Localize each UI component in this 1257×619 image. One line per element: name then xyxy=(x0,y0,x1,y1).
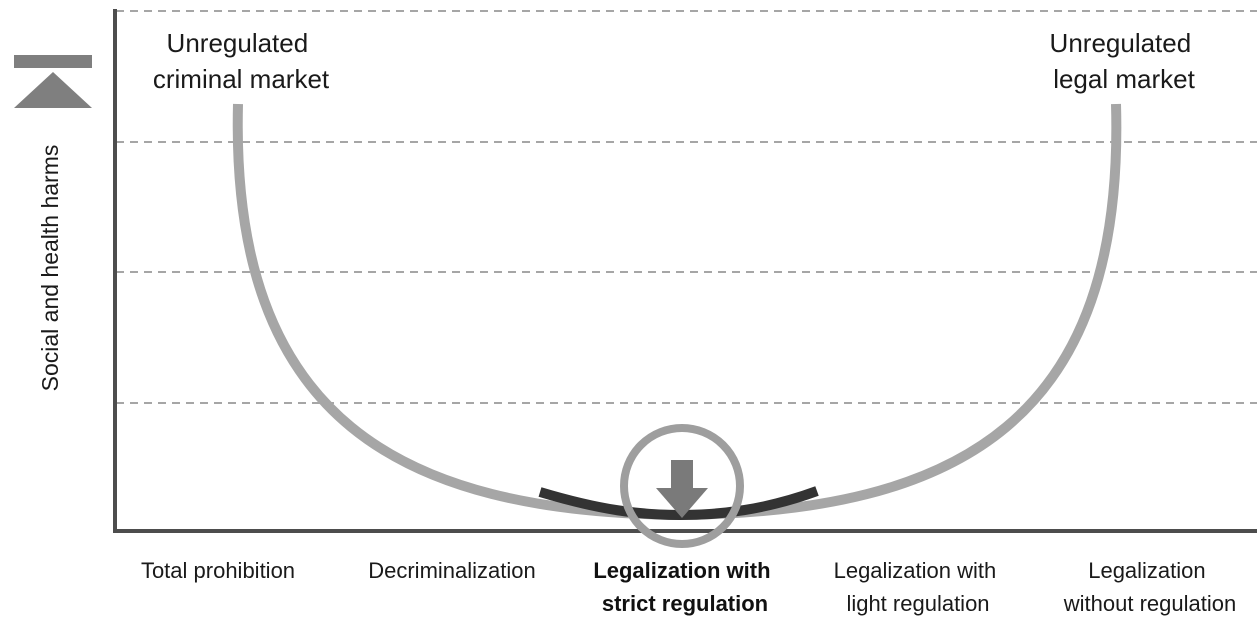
curve-label-right: Unregulated legal market xyxy=(1050,28,1199,94)
category-decriminalization: Decriminalization xyxy=(368,558,536,583)
category-line: Decriminalization xyxy=(368,558,536,583)
down-arrow-head xyxy=(656,488,708,518)
harm-icon-bar xyxy=(14,55,92,68)
harm-curve xyxy=(232,103,1122,521)
curve-label-right-line: legal market xyxy=(1053,64,1195,94)
curve-label-left: Unregulated criminal market xyxy=(153,28,330,94)
optimum-marker-ring xyxy=(620,424,744,548)
curve-label-left-line: Unregulated xyxy=(167,28,309,58)
category-line: Total prohibition xyxy=(141,558,295,583)
category-line: light regulation xyxy=(846,591,989,616)
category-legalization-light-regulation: Legalization with light regulation xyxy=(834,558,1003,616)
category-legalization-without-regulation: Legalization without regulation xyxy=(1063,558,1236,616)
y-axis-label: Social and health harms xyxy=(37,145,63,392)
curve-label-left-line: criminal market xyxy=(153,64,330,94)
category-line: Legalization with xyxy=(834,558,997,583)
harm-icon-triangle xyxy=(14,72,92,108)
down-arrow-icon xyxy=(656,460,708,518)
maximum-harm-icon xyxy=(14,55,92,108)
category-line: strict regulation xyxy=(602,591,768,616)
category-line: Legalization xyxy=(1088,558,1205,583)
curve-label-right-line: Unregulated xyxy=(1050,28,1192,58)
category-line: Legalization with xyxy=(593,558,770,583)
category-total-prohibition: Total prohibition xyxy=(141,558,295,583)
category-legalization-strict-regulation: Legalization with strict regulation xyxy=(593,558,776,616)
category-line: without regulation xyxy=(1063,591,1236,616)
down-arrow-shaft xyxy=(671,460,693,490)
